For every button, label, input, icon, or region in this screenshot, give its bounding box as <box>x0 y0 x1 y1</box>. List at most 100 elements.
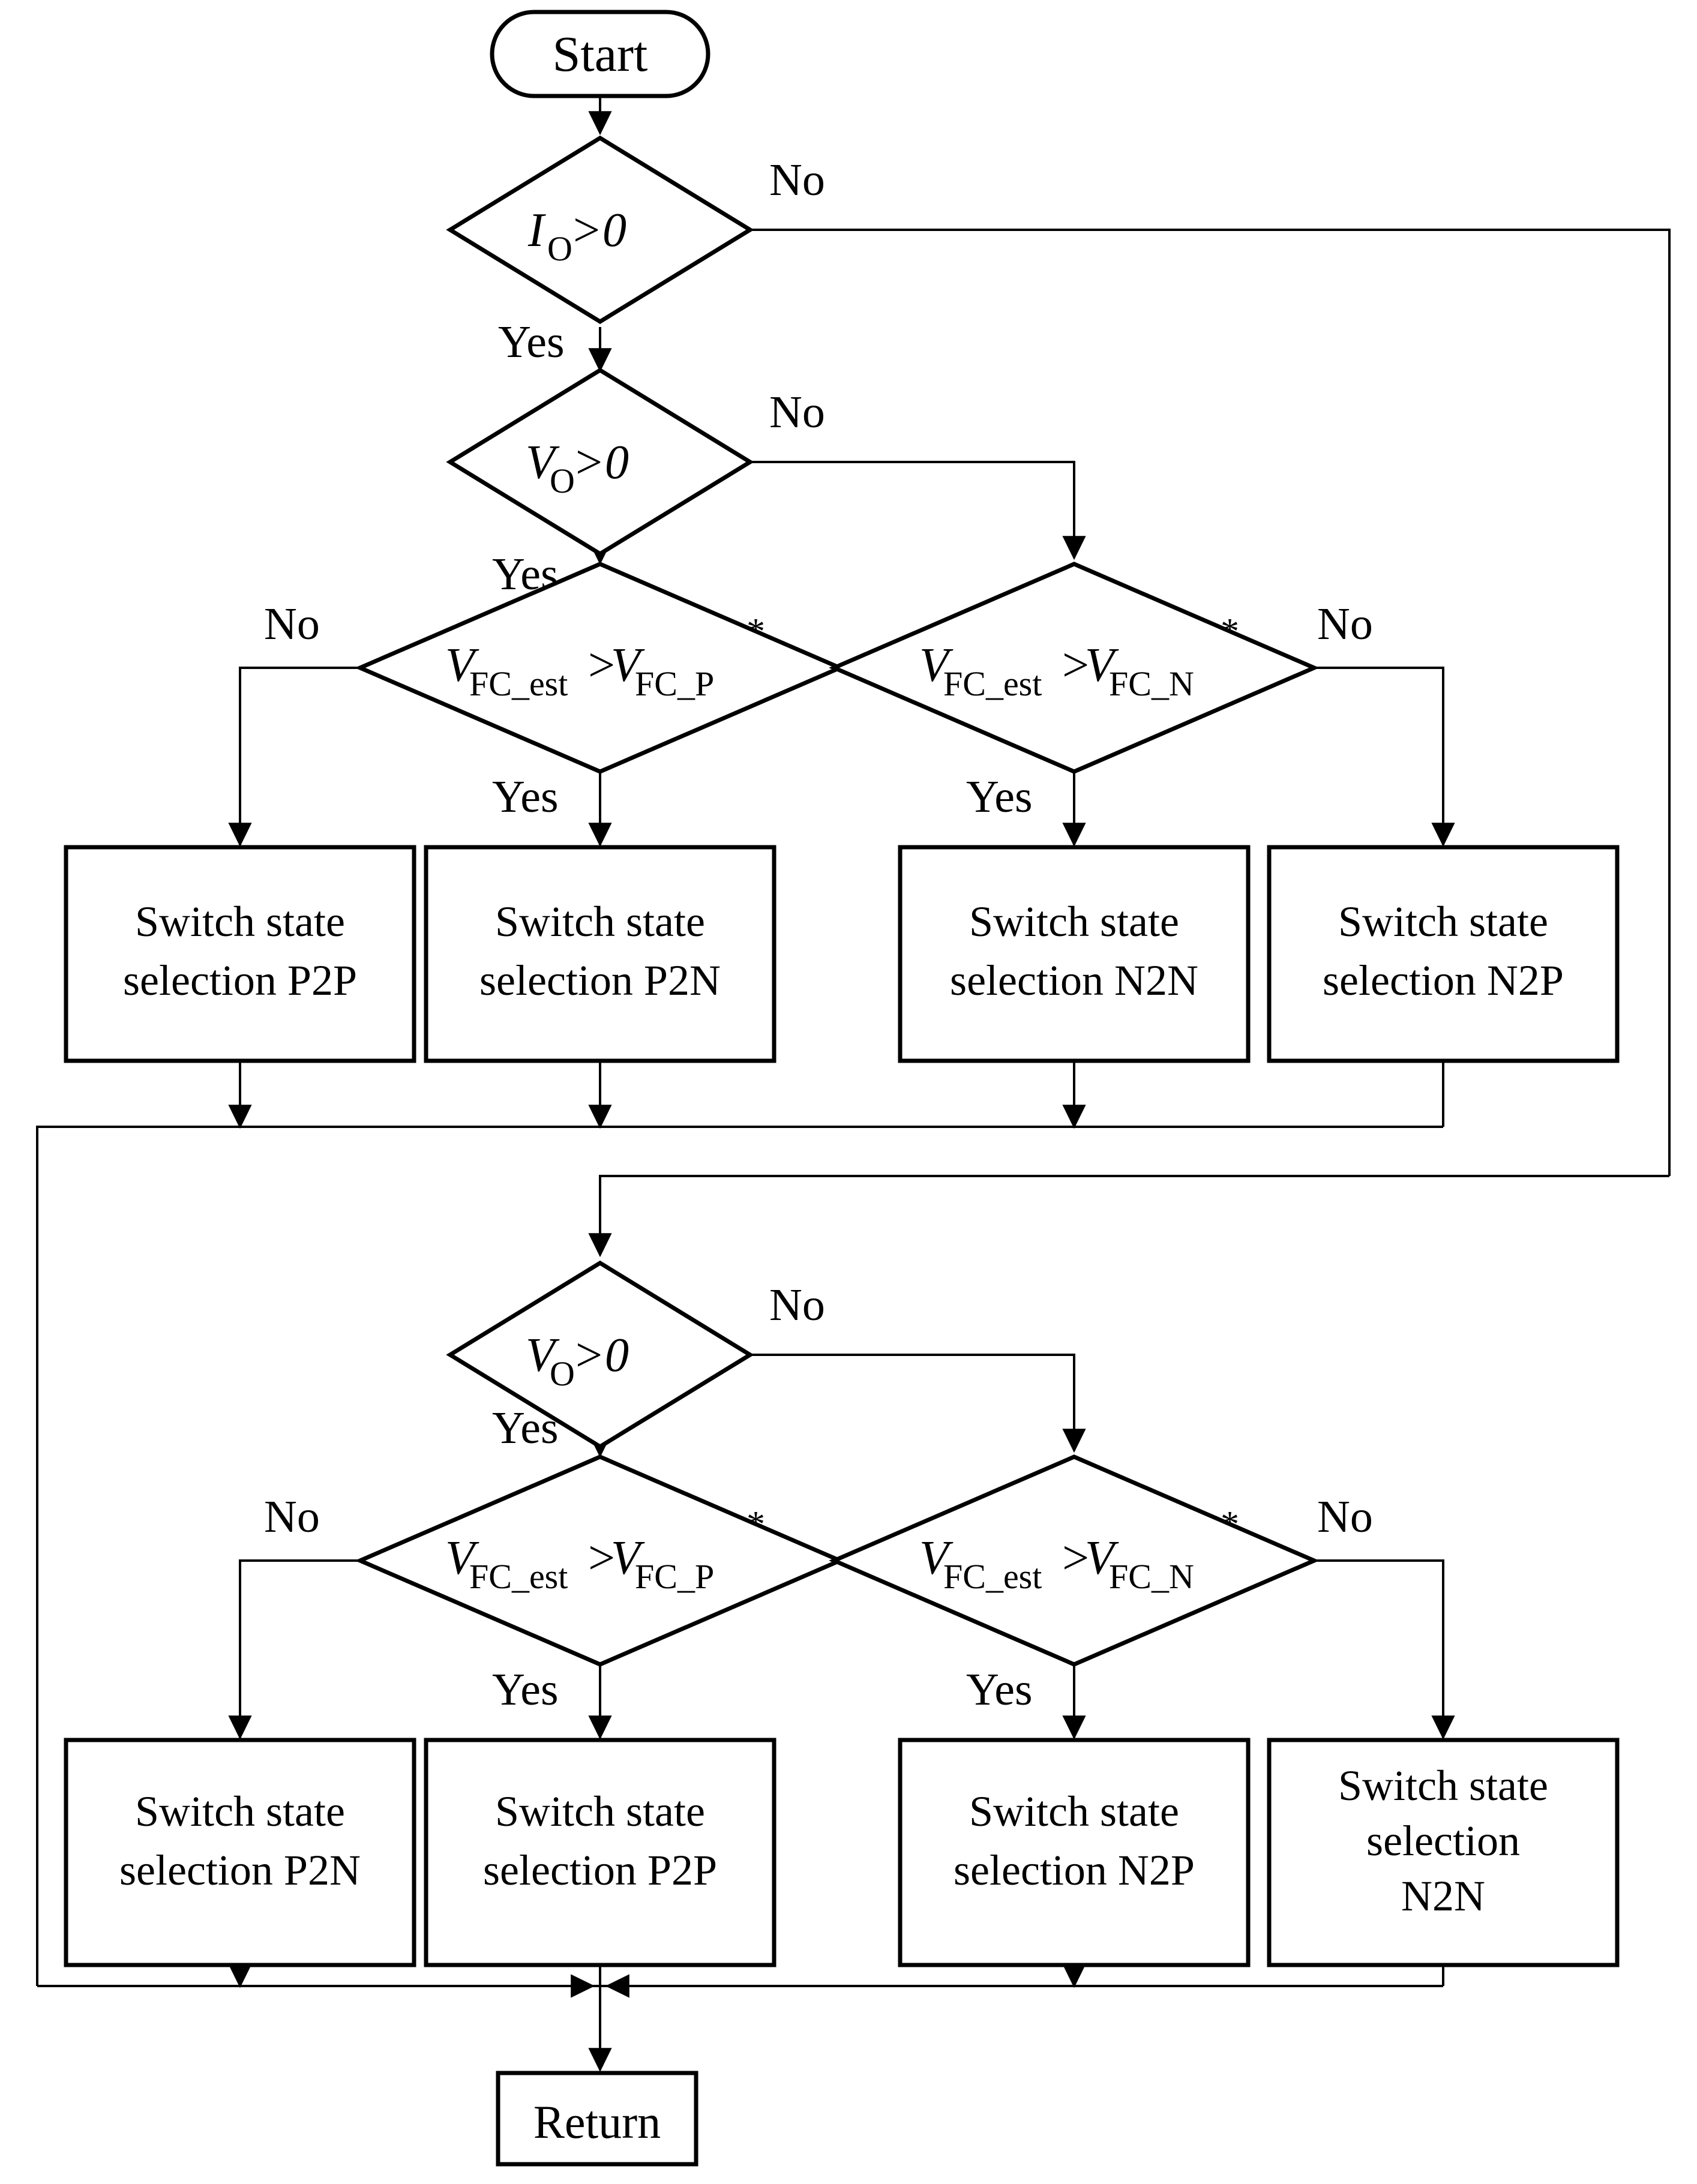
label-vo-bot-yes: Yes <box>492 1403 559 1453</box>
node-decision-fcn-top[interactable]: V FC_est > V FC_N * <box>829 562 1320 774</box>
decision-io-var: I <box>527 204 546 257</box>
label-fcp-top-no: No <box>264 599 320 649</box>
process-top-2-line1: Switch state <box>495 898 705 946</box>
process-bot-2-line2: selection P2P <box>483 1846 717 1894</box>
decision-vo-top-sub: O <box>550 461 575 500</box>
node-start[interactable]: Start <box>490 10 710 98</box>
label-io-yes: Yes <box>498 317 565 367</box>
start-terminator-shape <box>490 10 710 98</box>
edge-vo-top-no <box>750 461 1086 560</box>
decision-fcp-top-star: * <box>746 611 765 652</box>
process-bot-4-shape <box>1267 1738 1620 1967</box>
decision-fcp-bot-op: > <box>585 1532 617 1585</box>
label-vo-bot-no: No <box>769 1280 825 1330</box>
label-fcn-top-yes: Yes <box>966 772 1033 822</box>
decision-fcn-top-var: V <box>919 639 954 692</box>
process-bot-4-line1: Switch state <box>1338 1762 1548 1810</box>
node-decision-fcn-bot[interactable]: V FC_est > V FC_N * <box>829 1454 1320 1667</box>
node-process-bot-3[interactable]: Switch state selection N2P <box>898 1738 1251 1967</box>
decision-fcp-bot-sub: FC_est <box>469 1557 568 1596</box>
decision-fcn-top-star: * <box>1221 611 1239 652</box>
node-decision-io[interactable]: I O >0 <box>446 135 754 325</box>
process-top-1-shape <box>64 845 416 1063</box>
process-top-2-shape <box>424 845 776 1063</box>
node-decision-vo-top[interactable]: V O >0 <box>446 367 754 557</box>
node-process-top-1[interactable]: Switch state selection P2P <box>64 845 416 1063</box>
node-decision-fcp-bot[interactable]: V FC_est > V FC_P * <box>355 1454 845 1667</box>
decision-io-shape <box>446 135 754 325</box>
process-bot-2-line1: Switch state <box>495 1787 705 1835</box>
decision-fcp-top-sub: FC_est <box>469 664 568 703</box>
node-process-bot-1[interactable]: Switch state selection P2N <box>64 1738 416 1967</box>
decision-fcn-top-rhs: V <box>1085 639 1119 692</box>
decision-fcp-top-rhs: V <box>611 639 645 692</box>
decision-fcp-top-shape <box>355 562 845 774</box>
decision-vo-top-var: V <box>526 436 560 489</box>
node-process-bot-4[interactable]: Switch state selection N2N <box>1267 1738 1620 1967</box>
decision-fcn-top-op: > <box>1059 639 1092 692</box>
label-fcn-bot-no: No <box>1317 1492 1373 1542</box>
label-fcn-top-no: No <box>1317 599 1373 649</box>
process-top-3-line1: Switch state <box>969 898 1179 946</box>
decision-fcn-bot-rhs: V <box>1085 1532 1119 1585</box>
return-label: Return <box>533 2096 661 2148</box>
label-vo-top-no: No <box>769 387 825 437</box>
label-fcp-bot-no: No <box>264 1492 320 1542</box>
process-bot-3-line1: Switch state <box>969 1787 1179 1835</box>
process-bot-4-line2: selection <box>1366 1817 1520 1865</box>
node-return[interactable]: Return <box>496 2071 698 2167</box>
decision-fcp-top-rhs-sub: FC_P <box>635 664 714 703</box>
decision-fcp-bot-star: * <box>746 1504 765 1545</box>
node-decision-vo-bot[interactable]: V O >0 <box>446 1260 754 1450</box>
decision-fcp-bot-rhs: V <box>611 1532 645 1585</box>
edge-enter-second-half <box>588 1175 1669 1258</box>
process-top-1-line1: Switch state <box>135 898 345 946</box>
process-top-4-shape <box>1267 845 1620 1063</box>
process-bot-1-shape <box>64 1738 416 1967</box>
node-process-top-4[interactable]: Switch state selection N2P <box>1267 845 1620 1063</box>
process-top-3-shape <box>898 845 1251 1063</box>
label-fcn-bot-yes: Yes <box>966 1664 1033 1715</box>
node-process-top-3[interactable]: Switch state selection N2N <box>898 845 1251 1063</box>
process-top-2-line2: selection P2N <box>479 956 721 1004</box>
decision-fcn-bot-sub: FC_est <box>943 1557 1042 1596</box>
decision-fcn-bot-rhs-sub: FC_N <box>1109 1557 1194 1596</box>
decision-vo-top-shape <box>446 367 754 557</box>
decision-fcn-top-rhs-sub: FC_N <box>1109 664 1194 703</box>
decision-vo-bot-shape <box>446 1260 754 1450</box>
label-fcp-bot-yes: Yes <box>492 1664 559 1715</box>
process-bot-1-line1: Switch state <box>135 1787 345 1835</box>
decision-fcp-top-op: > <box>585 639 617 692</box>
label-fcp-top-yes: Yes <box>492 772 559 822</box>
edge-io-no <box>750 229 1671 1176</box>
decision-fcn-top-sub: FC_est <box>943 664 1042 703</box>
process-bot-4-line3: N2N <box>1401 1872 1485 1920</box>
decision-fcp-top-var: V <box>445 639 479 692</box>
process-bot-1-line2: selection P2N <box>119 1846 361 1894</box>
return-terminator-shape <box>496 2071 698 2167</box>
decision-vo-bot-sub: O <box>550 1354 575 1393</box>
decision-fcn-bot-var: V <box>919 1532 954 1585</box>
decision-io-sub: O <box>547 229 572 268</box>
decision-fcn-bot-op: > <box>1059 1532 1092 1585</box>
edge-vo-bot-no <box>750 1354 1086 1453</box>
process-top-3-line2: selection N2N <box>950 956 1198 1004</box>
decision-vo-bot-op: >0 <box>572 1329 629 1382</box>
start-label: Start <box>553 26 648 82</box>
node-process-bot-2[interactable]: Switch state selection P2P <box>424 1738 776 1967</box>
process-top-4-line1: Switch state <box>1338 898 1548 946</box>
decision-vo-top-op: >0 <box>572 436 629 489</box>
process-bot-2-shape <box>424 1738 776 1967</box>
node-decision-fcp-top[interactable]: V FC_est > V FC_P * <box>355 562 845 774</box>
decision-fcn-top-shape <box>829 562 1320 774</box>
node-process-top-2[interactable]: Switch state selection P2N <box>424 845 776 1063</box>
decision-fcp-bot-shape <box>355 1454 845 1667</box>
process-top-4-line2: selection N2P <box>1323 956 1564 1004</box>
decision-fcp-bot-rhs-sub: FC_P <box>635 1557 714 1596</box>
decision-vo-bot-var: V <box>526 1329 560 1382</box>
decision-io-op: >0 <box>570 204 626 257</box>
process-bot-3-line2: selection N2P <box>954 1846 1195 1894</box>
process-bot-3-shape <box>898 1738 1251 1967</box>
